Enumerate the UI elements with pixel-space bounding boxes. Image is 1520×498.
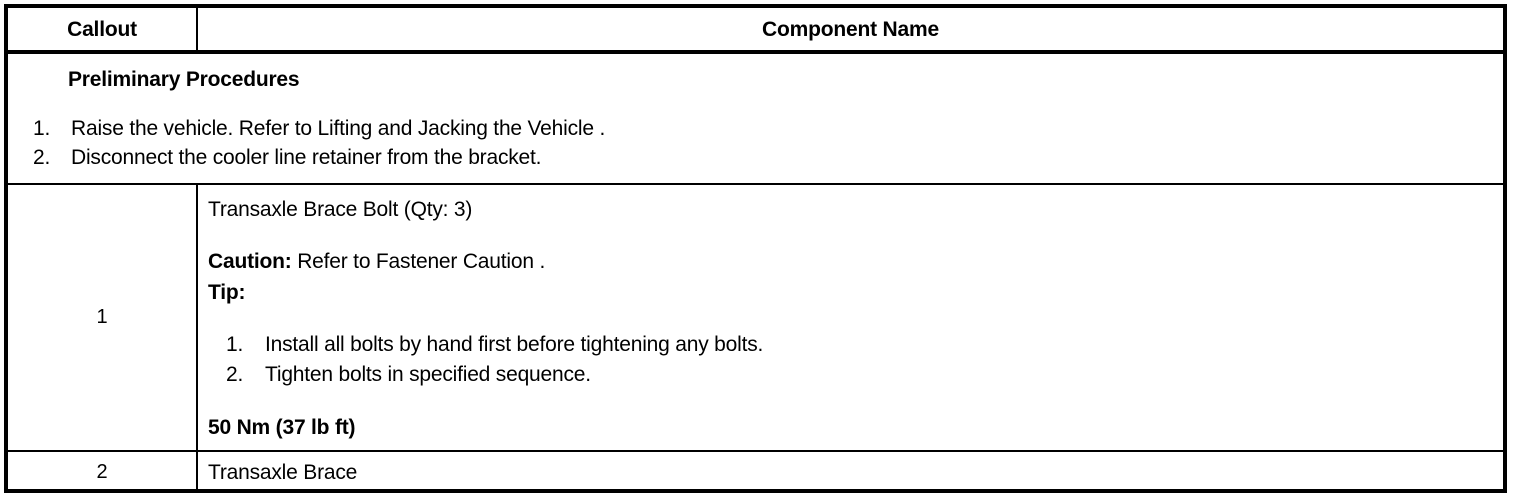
callout-number: 2 <box>8 450 198 494</box>
preliminary-procedures-title: Preliminary Procedures <box>68 68 300 91</box>
component-title: Transaxle Brace Bolt (Qty: 3) <box>208 198 473 222</box>
component-content-block: Transaxle Brace Bolt (Qty: 3) Caution: R… <box>198 185 1503 450</box>
caution-label: Caution: <box>208 250 292 274</box>
caution-note: Caution: Refer to Fastener Caution . <box>208 249 1503 275</box>
table-row-preliminary: Preliminary Procedures 1. Raise the vehi… <box>8 52 1503 186</box>
callout-component-table: Callout Component Name Preliminary Proce… <box>8 8 1503 494</box>
list-item-number: 2. <box>226 363 244 387</box>
table-row: 1 Transaxle Brace Bolt (Qty: 3) Caution:… <box>8 184 1503 452</box>
list-item-text: Disconnect the cooler line retainer from… <box>71 146 542 170</box>
list-item: 1. Raise the vehicle. Refer to Lifting a… <box>8 115 1503 144</box>
preliminary-procedures-block: Preliminary Procedures 1. Raise the vehi… <box>8 54 1503 183</box>
list-item-text: Install all bolts by hand first before t… <box>265 332 764 356</box>
header-row: Callout Component Name <box>8 8 1503 54</box>
procedure-table: Callout Component Name Preliminary Proce… <box>4 4 1507 494</box>
list-item-number: 1. <box>226 332 244 356</box>
list-item: 1. Install all bolts by hand first befor… <box>208 330 1503 360</box>
preliminary-procedures-list: 1. Raise the vehicle. Refer to Lifting a… <box>8 115 1503 173</box>
tip-label: Tip: <box>208 280 246 304</box>
list-item-number: 2. <box>33 146 51 170</box>
list-item-text: Raise the vehicle. Refer to Lifting and … <box>71 117 606 141</box>
list-item-number: 1. <box>33 117 51 141</box>
list-item-text: Tighten bolts in specified sequence. <box>265 363 591 387</box>
table-row: 2 Transaxle Brace <box>8 450 1503 494</box>
header-label-callout: Callout <box>67 17 137 41</box>
header-cell-component-name: Component Name <box>197 8 1503 54</box>
table-body: Preliminary Procedures 1. Raise the vehi… <box>8 52 1503 494</box>
list-item: 2. Disconnect the cooler line retainer f… <box>8 144 1503 173</box>
callout-number: 1 <box>8 184 198 452</box>
preliminary-procedures-cell: Preliminary Procedures 1. Raise the vehi… <box>8 52 1503 186</box>
tip-list: 1. Install all bolts by hand first befor… <box>208 330 1503 391</box>
component-cell: Transaxle Brace Bolt (Qty: 3) Caution: R… <box>197 184 1503 452</box>
header-cell-callout: Callout <box>8 8 198 54</box>
table-header: Callout Component Name <box>8 8 1503 54</box>
caution-text: Refer to Fastener Caution . <box>291 250 546 274</box>
list-item: 2. Tighten bolts in specified sequence. <box>208 360 1503 390</box>
component-title: Transaxle Brace <box>208 460 358 484</box>
torque-specification: 50 Nm (37 lb ft) <box>208 415 356 439</box>
header-label-component-name: Component Name <box>762 17 939 41</box>
